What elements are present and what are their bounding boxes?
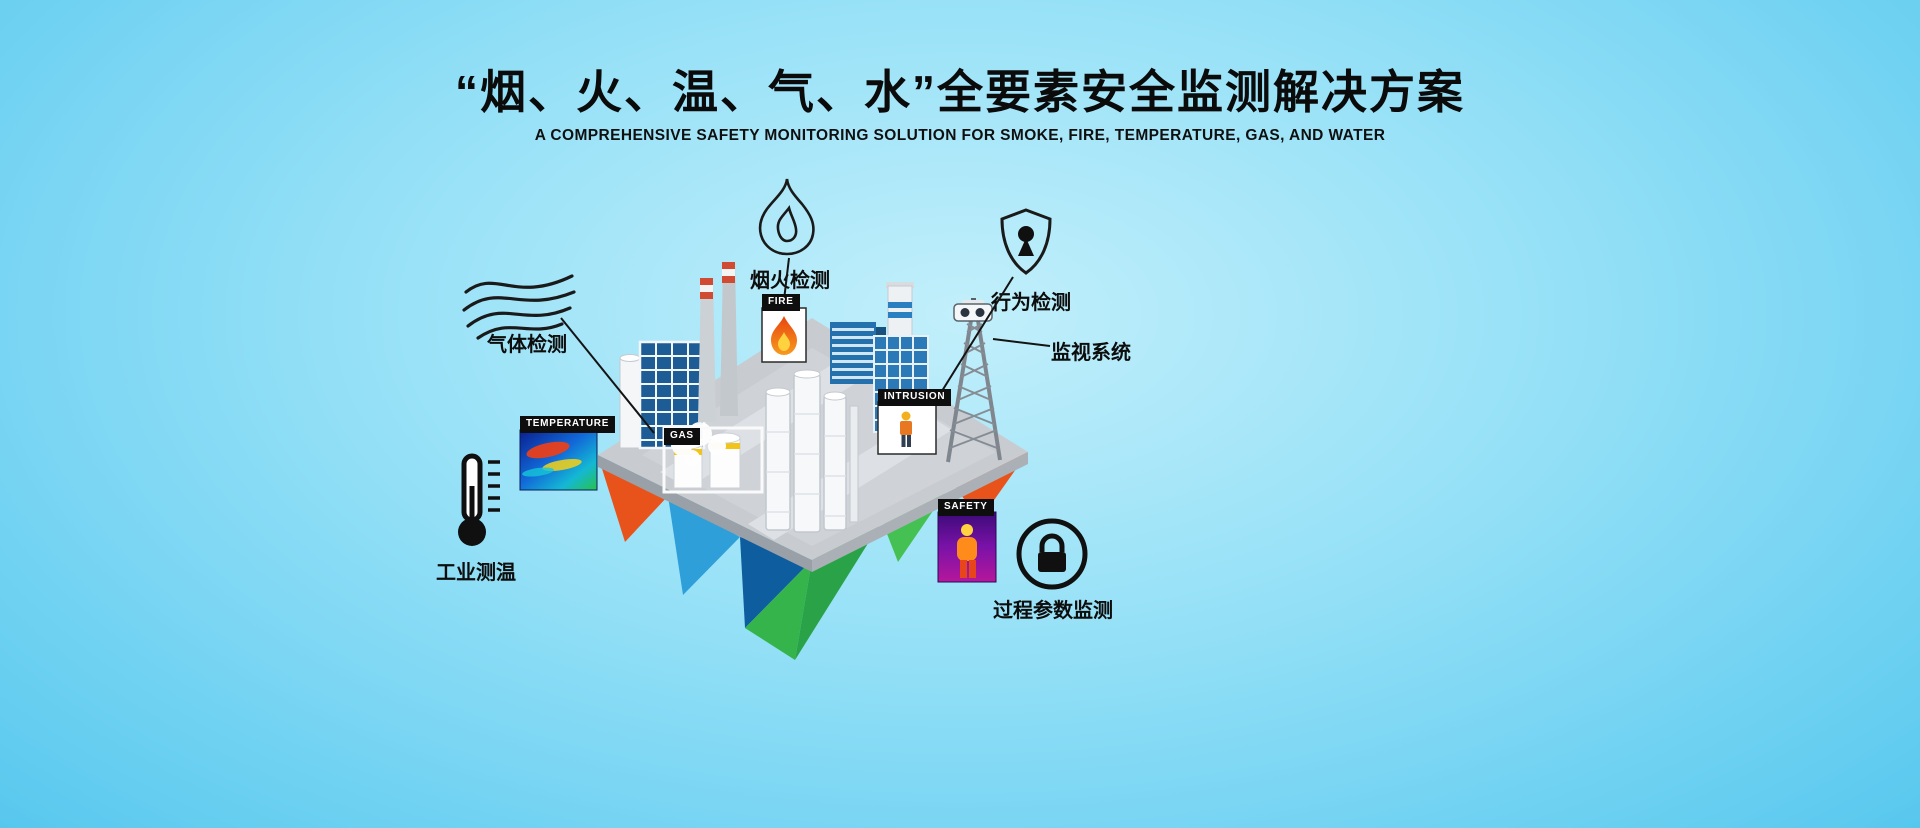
smoke-fire-detection-label: 烟火检测 <box>750 270 830 292</box>
fire-panel <box>761 307 807 363</box>
surveillance-system-label: 监视系统 <box>1051 342 1131 364</box>
tag-temperature: TEMPERATURE <box>520 416 616 433</box>
camera-tower-icon <box>946 298 1002 463</box>
gas-frame <box>662 426 764 494</box>
flame-droplet-icon <box>758 178 815 256</box>
storage-tanks <box>662 422 764 494</box>
safety-thermal-image <box>937 511 997 583</box>
page-subtitle: A COMPREHENSIVE SAFETY MONITORING SOLUTI… <box>534 127 1386 144</box>
intrusion-panel <box>877 401 937 455</box>
tag-fire: FIRE <box>762 294 800 311</box>
industrial-temperature-label: 工业测温 <box>436 562 516 584</box>
lock-circle-icon <box>1016 518 1088 590</box>
process-columns <box>765 369 859 533</box>
smoke-waves-icon <box>462 274 576 340</box>
tag-intrusion: INTRUSION <box>878 389 952 406</box>
connector-lines <box>560 257 1051 434</box>
process-parameter-monitoring-label: 过程参数监测 <box>993 600 1113 622</box>
page-title: “烟、火、温、气、水”全要素安全监测解决方案 <box>455 66 1465 118</box>
gas-detection-label: 气体检测 <box>487 334 567 356</box>
shield-keyhole-icon <box>1000 208 1052 275</box>
thermometer-icon <box>458 453 500 546</box>
behavior-detection-label: 行为检测 <box>991 292 1071 314</box>
smokestacks <box>698 262 738 422</box>
tag-gas: GAS <box>664 428 700 445</box>
tag-safety: SAFETY <box>938 499 994 516</box>
temperature-thermal-image <box>519 429 598 491</box>
